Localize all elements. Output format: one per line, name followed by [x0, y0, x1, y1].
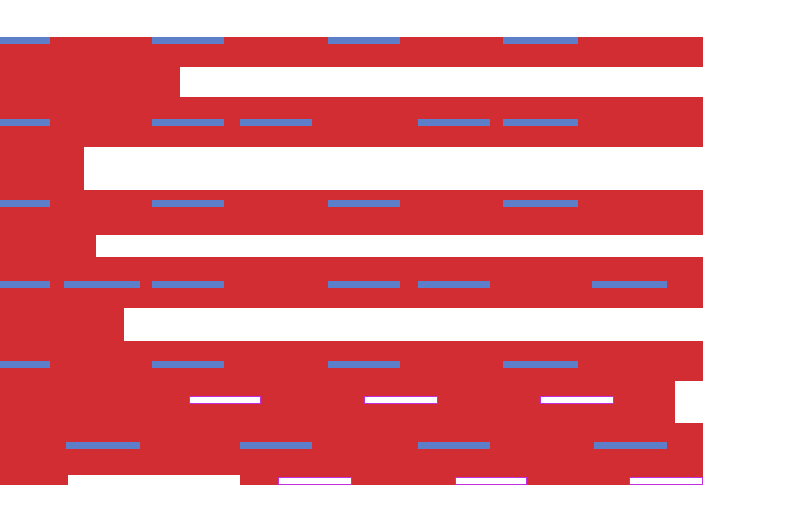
- red-text-block: [0, 67, 180, 97]
- red-text-block: [0, 235, 96, 257]
- blue-link-bar: [0, 37, 50, 44]
- blue-link-bar: [328, 281, 400, 288]
- blue-link-bar: [240, 119, 312, 126]
- white-gap: [675, 381, 703, 423]
- blue-link-bar: [66, 442, 140, 449]
- magenta-highlight-bar: [540, 396, 614, 404]
- red-text-block: [0, 147, 84, 190]
- blue-link-bar: [418, 281, 490, 288]
- magenta-highlight-bar: [455, 477, 527, 485]
- magenta-highlight-bar: [629, 477, 703, 485]
- blue-link-bar: [152, 281, 224, 288]
- blue-link-bar: [592, 281, 667, 288]
- blue-link-bar: [418, 119, 490, 126]
- blue-link-bar: [152, 361, 224, 368]
- blue-link-bar: [503, 200, 578, 207]
- white-gap: [68, 475, 240, 485]
- red-text-block: [0, 308, 124, 341]
- blue-link-bar: [152, 37, 224, 44]
- blue-link-bar: [64, 281, 140, 288]
- blue-link-bar: [418, 442, 490, 449]
- blue-link-bar: [328, 37, 400, 44]
- blue-link-bar: [240, 442, 312, 449]
- blue-link-bar: [328, 200, 400, 207]
- blue-link-bar: [152, 119, 224, 126]
- blue-link-bar: [503, 37, 578, 44]
- blue-link-bar: [0, 200, 50, 207]
- red-text-block: [0, 190, 703, 235]
- blue-link-bar: [0, 281, 50, 288]
- magenta-highlight-bar: [278, 477, 352, 485]
- blue-link-bar: [152, 200, 224, 207]
- blue-link-bar: [0, 119, 50, 126]
- blue-link-bar: [0, 361, 50, 368]
- blue-link-bar: [594, 442, 667, 449]
- blue-link-bar: [503, 361, 578, 368]
- red-text-block: [0, 97, 703, 147]
- magenta-highlight-bar: [364, 396, 438, 404]
- blue-link-bar: [503, 119, 578, 126]
- blue-link-bar: [328, 361, 400, 368]
- magenta-highlight-bar: [189, 396, 261, 404]
